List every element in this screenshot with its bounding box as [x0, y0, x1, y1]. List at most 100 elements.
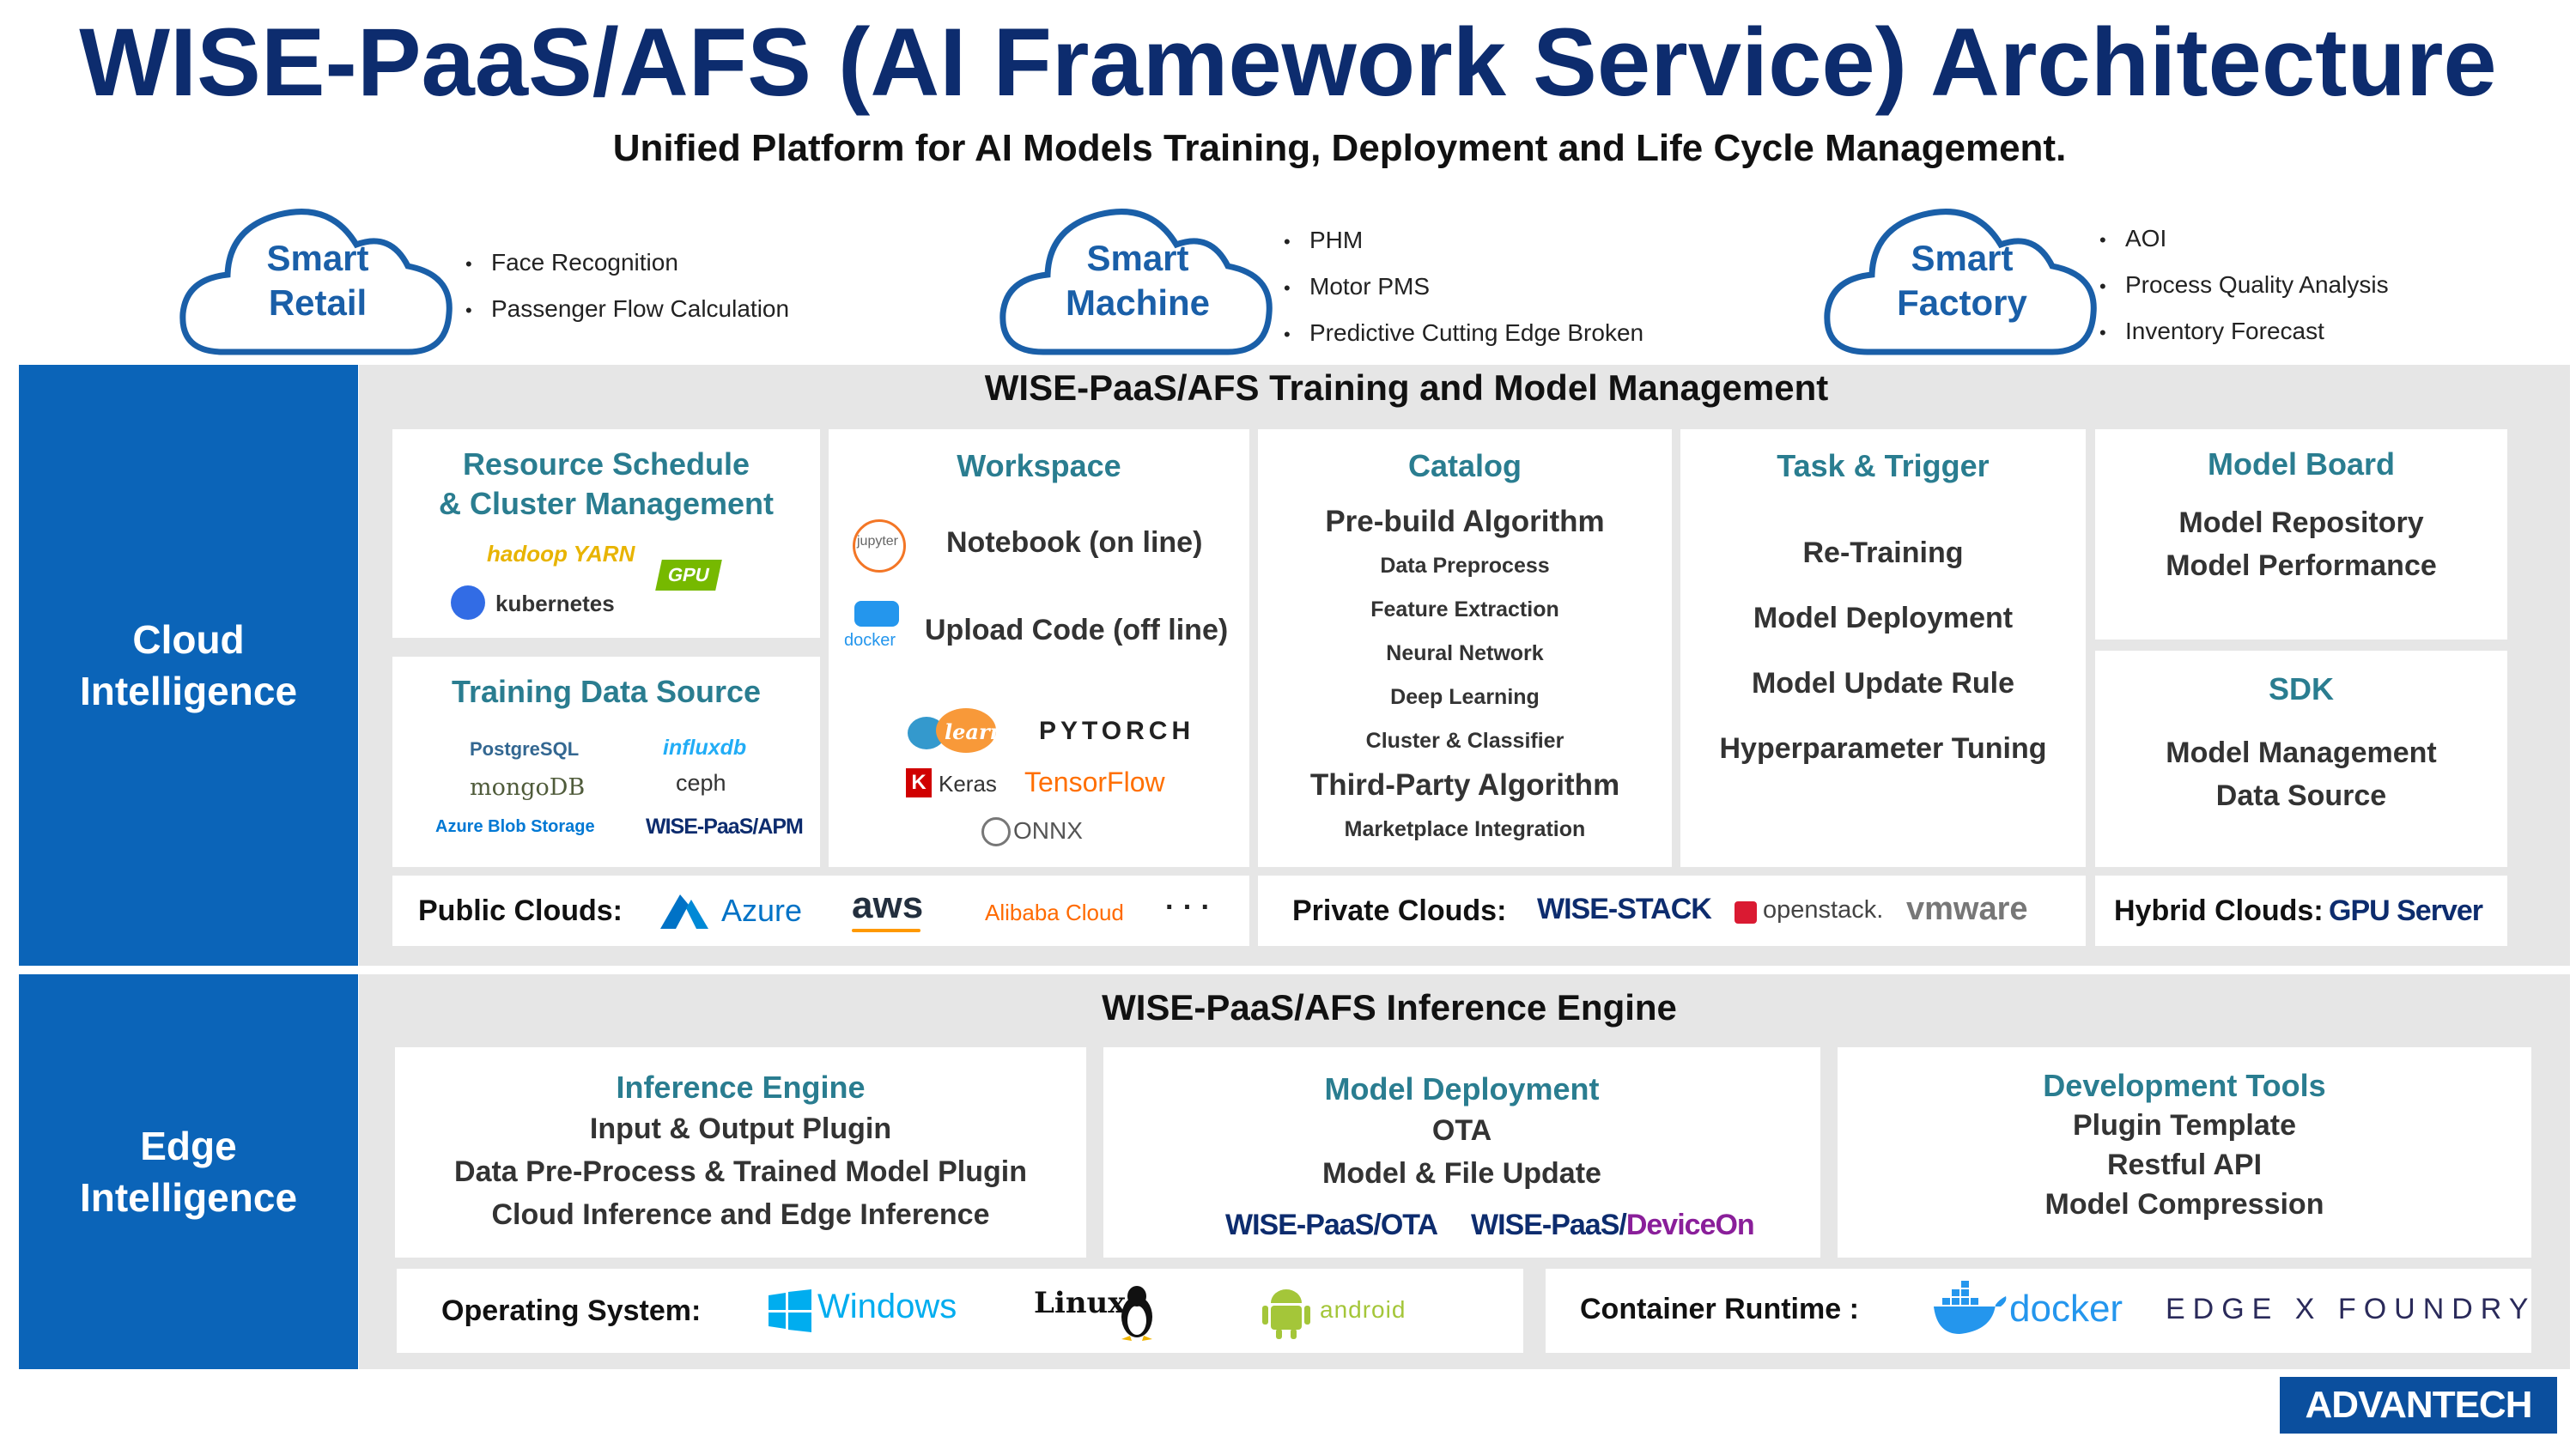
linux-logo: Linux — [1034, 1286, 1126, 1320]
private-clouds-row: Private Clouds: WISE-STACK openstack. vm… — [1258, 876, 2086, 946]
tensorflow-logo: TensorFlow — [1024, 767, 1165, 797]
card-title: Workspace — [957, 448, 1121, 483]
notebook-item: Notebook (on line) — [946, 526, 1203, 559]
jupyter-label: jupyter — [856, 534, 899, 549]
board-item: Model Repository — [2178, 506, 2424, 539]
machine-bullets: PHM Motor PMS Predictive Cutting Edge Br… — [1284, 218, 1643, 357]
retail-bullets: Face Recognition Passenger Flow Calculat… — [465, 240, 789, 333]
aws-logo: aws — [852, 884, 924, 926]
bullet-item: AOI — [2099, 216, 2389, 263]
wise-stack-logo: WISE-STACK — [1537, 893, 1712, 925]
public-clouds-row: Public Clouds: Azure aws Alibaba Cloud ·… — [392, 876, 1249, 946]
workspace-card: Workspace jupyter Notebook (on line) doc… — [829, 429, 1249, 867]
postgresql-logo: PostgreSQL — [470, 738, 580, 760]
catalog-subitem: Neural Network — [1386, 641, 1544, 665]
wise-paas-deviceon-logo: WISE-PaaS/DeviceOn — [1471, 1209, 1755, 1242]
third-party-item: Third-Party Algorithm — [1309, 768, 1620, 802]
cloud-intelligence-label: Cloud Intelligence — [19, 365, 358, 966]
devtools-item: Plugin Template — [2072, 1109, 2297, 1142]
ceph-logo: ceph — [676, 770, 726, 796]
edgex-foundry-logo: EDGE X FOUNDRY — [2166, 1293, 2537, 1325]
bullet-item: Face Recognition — [465, 240, 789, 287]
windows-logo: Windows — [817, 1288, 957, 1325]
operating-system-label: Operating System: — [441, 1294, 702, 1327]
onnx-icon — [981, 817, 1011, 846]
kubernetes-logo: kubernetes — [495, 591, 615, 616]
catalog-subitem: Feature Extraction — [1370, 597, 1559, 621]
bullet-item: PHM — [1284, 218, 1643, 264]
side-line2: Intelligence — [79, 1175, 298, 1220]
catalog-card: Catalog Pre-build Algorithm Data Preproc… — [1258, 429, 1672, 867]
catalog-subitem: Deep Learning — [1390, 685, 1540, 709]
card-title: Model Deployment — [1324, 1071, 1600, 1106]
card-title: Development Tools — [2043, 1068, 2326, 1103]
model-board-card: Model Board Model Repository Model Perfo… — [2095, 429, 2507, 640]
scenario-line2: Factory — [1897, 282, 2027, 323]
tux-icon — [1121, 1286, 1152, 1341]
upload-code-item: Upload Code (off line) — [925, 614, 1229, 646]
bullet-item: Motor PMS — [1284, 264, 1643, 311]
model-deployment-card: Model Deployment OTA Model & File Update… — [1103, 1047, 1820, 1258]
side-line1: Edge — [140, 1124, 237, 1168]
keras-logo: Keras — [939, 771, 997, 797]
android-icon — [1262, 1289, 1310, 1339]
side-line2: Intelligence — [79, 669, 298, 713]
scenario-line2: Machine — [1065, 282, 1211, 323]
prebuild-item: Pre-build Algorithm — [1325, 505, 1605, 538]
bullet-item: Passenger Flow Calculation — [465, 287, 789, 333]
inference-item: Input & Output Plugin — [589, 1113, 892, 1145]
side-line1: Cloud — [132, 617, 245, 662]
development-tools-card: Development Tools Plugin Template Restfu… — [1838, 1047, 2531, 1258]
alibaba-cloud-logo: Alibaba Cloud — [985, 900, 1124, 925]
edge-intelligence-label: Edge Intelligence — [19, 974, 358, 1369]
scenario-smart-retail: Smart Retail — [176, 193, 459, 361]
scenario-line1: Smart — [1911, 238, 2014, 278]
deviceon-suffix: DeviceOn — [1625, 1209, 1755, 1241]
deviceon-prefix: WISE-PaaS/ — [1471, 1209, 1627, 1241]
cloud-icon — [1824, 209, 2097, 355]
gpu-logo: GPU — [655, 560, 722, 591]
operating-system-row: Operating System: Windows Linux android — [397, 1269, 1523, 1353]
task-item: Model Update Rule — [1751, 667, 2015, 700]
sdk-card: SDK Model Management Data Source — [2095, 651, 2507, 867]
inference-section-title: WISE-PaaS/AFS Inference Engine — [1102, 987, 1677, 1028]
scikit-icon — [936, 708, 996, 753]
scenario-smart-factory: Smart Factory — [1820, 193, 2104, 361]
docker-whale-icon — [1934, 1281, 2007, 1334]
mongodb-logo: mongoDB — [470, 774, 586, 801]
azure-blob-logo: Azure Blob Storage — [435, 817, 595, 836]
task-item: Re-Training — [1802, 537, 1964, 569]
hybrid-clouds-label: Hybrid Clouds: — [2114, 894, 2324, 927]
resource-schedule-card: Resource Schedule & Cluster Management h… — [392, 429, 820, 638]
training-data-source-card: Training Data Source PostgreSQL influxdb… — [392, 657, 820, 867]
vmware-logo: vmware — [1906, 891, 2028, 927]
azure-logo: Azure — [721, 893, 803, 928]
catalog-subitem: Cluster & Classifier — [1365, 729, 1564, 753]
bullet-item: Inventory Forecast — [2099, 309, 2389, 355]
docker-whale-icon — [854, 601, 899, 627]
board-item: Model Performance — [2166, 549, 2437, 582]
container-runtime-label: Container Runtime : — [1580, 1293, 1859, 1325]
android-logo: android — [1320, 1296, 1406, 1323]
pytorch-logo: PYTORCH — [1039, 717, 1195, 745]
docker-label: docker — [844, 631, 896, 650]
card-title: & Cluster Management — [438, 486, 775, 521]
catalog-subitem: Data Preprocess — [1380, 554, 1550, 578]
aws-smile-icon — [852, 929, 920, 932]
card-title: Resource Schedule — [462, 446, 750, 482]
azure-icon — [660, 894, 708, 929]
scenario-smart-machine: Smart Machine — [996, 193, 1279, 361]
scenario-line1: Smart — [266, 238, 369, 278]
sdk-item: Data Source — [2215, 779, 2387, 812]
inference-engine-card: Inference Engine Input & Output Plugin D… — [395, 1047, 1086, 1258]
task-trigger-card: Task & Trigger Re-Training Model Deploym… — [1680, 429, 2086, 867]
inference-item: Data Pre-Process & Trained Model Plugin — [454, 1155, 1027, 1188]
openstack-logo: openstack. — [1763, 896, 1884, 924]
inference-item: Cloud Inference and Edge Inference — [491, 1198, 990, 1231]
more-ellipsis: · · · — [1165, 891, 1211, 924]
container-runtime-row: Container Runtime : docker EDGE X FOUNDR… — [1546, 1269, 2531, 1353]
card-title: SDK — [2268, 671, 2334, 706]
deploy-item: OTA — [1431, 1114, 1492, 1147]
card-title: Model Board — [2207, 446, 2395, 482]
marketplace-item: Marketplace Integration — [1344, 817, 1586, 841]
